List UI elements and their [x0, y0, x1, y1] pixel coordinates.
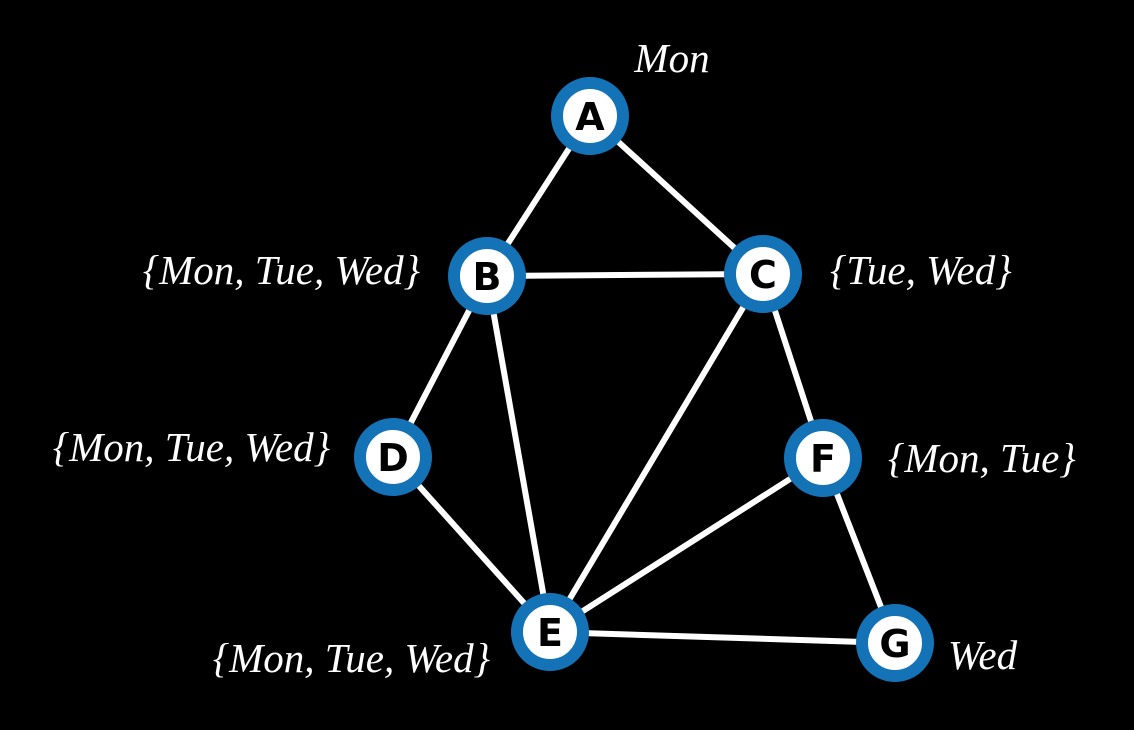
edges-layer [390, 113, 898, 646]
node-A: A [551, 77, 629, 155]
node-B-letter: B [473, 255, 502, 299]
labels-layer: Mon {Mon, Tue, Wed} {Tue, Wed} {Mon, Tue, W… [53, 35, 1077, 681]
node-E-circle [511, 593, 589, 671]
node-F-circle [784, 419, 862, 497]
edge-C-E [547, 272, 766, 634]
node-D: D [354, 418, 432, 496]
node-G: G [856, 604, 934, 682]
node-A-letter: A [575, 95, 605, 139]
node-A-domain-label: Mon [633, 35, 709, 81]
edge-D-E [390, 454, 553, 635]
edge-A-C [587, 113, 766, 277]
node-A-circle [551, 77, 629, 155]
node-F: F [784, 419, 862, 497]
edge-B-C [486, 271, 764, 279]
node-F-domain-label: {Mon, Tue} [888, 435, 1076, 481]
edge-B-E [484, 275, 553, 633]
node-B-circle [448, 237, 526, 315]
node-C: C [724, 235, 802, 313]
node-C-circle [724, 235, 802, 313]
node-G-domain-label: Wed [948, 632, 1018, 678]
node-E-domain-label: {Mon, Tue, Wed} [213, 635, 491, 681]
node-B-domain-label: {Mon, Tue, Wed} [143, 247, 421, 293]
nodes-layer: A B C D E F G [354, 77, 934, 682]
node-D-circle [354, 418, 432, 496]
node-C-domain-label: {Tue, Wed} [830, 247, 1012, 293]
edge-E-G [549, 629, 896, 646]
node-G-circle [856, 604, 934, 682]
node-G-letter: G [879, 622, 910, 666]
node-C-letter: C [749, 253, 777, 297]
node-E: E [511, 593, 589, 671]
node-D-letter: D [377, 436, 409, 480]
edge-E-F [548, 455, 825, 635]
node-B: B [448, 237, 526, 315]
node-E-letter: E [537, 611, 563, 655]
node-F-letter: F [810, 437, 836, 481]
node-D-domain-label: {Mon, Tue, Wed} [53, 424, 331, 470]
